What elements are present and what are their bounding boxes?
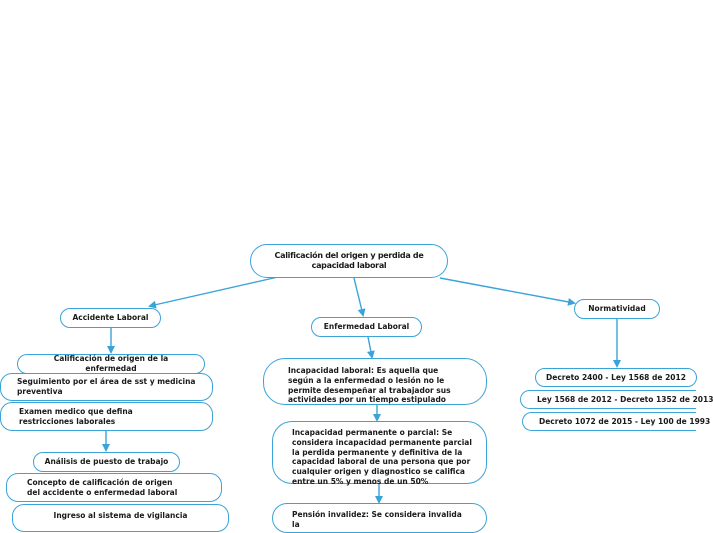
node-text: Ley 1568 de 2012 - Decreto 1352 de 2013 <box>537 394 713 404</box>
branch-label: Enfermedad Laboral <box>323 322 410 332</box>
node-ley-1568[interactable]: Ley 1568 de 2012 - Decreto 1352 de 2013 <box>520 390 713 409</box>
node-text: Seguimiento por el área de sst y medicin… <box>17 377 196 396</box>
node-pension-invalidez[interactable]: Pensión invalidez: Se considera invalida… <box>272 503 487 533</box>
node-seguimiento-sst[interactable]: Seguimiento por el área de sst y medicin… <box>0 373 213 401</box>
node-decreto-1072[interactable]: Decreto 1072 de 2015 - Ley 100 de 1993 <box>522 412 710 431</box>
branch-label: Accidente Laboral <box>72 313 149 323</box>
node-text: Concepto de calificación de origen del a… <box>27 477 178 497</box>
node-decreto-2400[interactable]: Decreto 2400 - Ley 1568 de 2012 <box>535 368 697 387</box>
root-title: Calificación del origen y perdida de cap… <box>274 250 424 270</box>
node-text: Pensión invalidez: Se considera invalida… <box>292 510 462 529</box>
node-concepto-calificacion[interactable]: Concepto de calificación de origen del a… <box>6 473 222 502</box>
branch-normatividad[interactable]: Normatividad <box>574 299 660 319</box>
node-text: Calificación de origen de la enfermedad <box>53 354 169 373</box>
node-incapacidad-permanente[interactable]: Incapacidad permanente o parcial: Se con… <box>272 421 487 486</box>
node-text: Análisis de puesto de trabajo <box>44 457 169 467</box>
node-text: Incapacidad permanente o parcial: Se con… <box>292 428 472 486</box>
node-ingreso-vigilancia[interactable]: Ingreso al sistema de vigilancia <box>12 504 229 532</box>
connector-root-accidente <box>148 276 279 309</box>
branch-accidente-laboral[interactable]: Accidente Laboral <box>60 308 161 328</box>
connector-lines <box>102 276 621 504</box>
connector-enfermedad-incapacidad <box>366 336 375 359</box>
node-text: Ingreso al sistema de vigilancia <box>53 511 188 520</box>
branch-enfermedad-laboral[interactable]: Enfermedad Laboral <box>311 317 422 337</box>
branch-label: Normatividad <box>588 304 646 314</box>
root-node[interactable]: Calificación del origen y perdida de cap… <box>250 244 448 278</box>
node-text: Examen medico que defina restricciones l… <box>19 406 133 426</box>
connector-root-enfermedad <box>353 277 366 317</box>
node-analisis-puesto[interactable]: Análisis de puesto de trabajo <box>33 452 180 472</box>
node-examen-medico[interactable]: Examen medico que defina restricciones l… <box>0 402 213 431</box>
connector-root-normatividad <box>439 277 576 306</box>
node-incapacidad-laboral[interactable]: Incapacidad laboral: Es aquella que segú… <box>263 358 487 405</box>
node-text: Decreto 1072 de 2015 - Ley 100 de 1993 <box>539 416 711 426</box>
node-text: Decreto 2400 - Ley 1568 de 2012 <box>546 372 686 382</box>
node-calificacion-origen[interactable]: Calificación de origen de la enfermedad <box>17 354 205 374</box>
node-text: Incapacidad laboral: Es aquella que segú… <box>288 366 451 405</box>
